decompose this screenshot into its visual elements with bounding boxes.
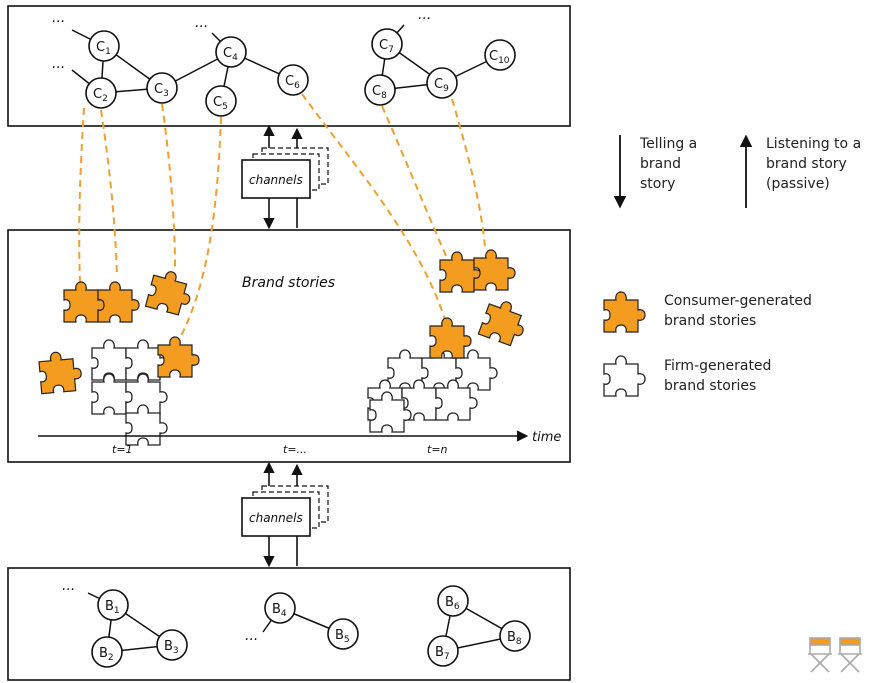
- svg-text:C7: C7: [379, 38, 394, 55]
- svg-text:...: ...: [62, 578, 75, 594]
- svg-text:B5: B5: [335, 628, 350, 645]
- brand-stories-title: Brand stories: [242, 275, 335, 291]
- brand-node: B7: [427, 635, 459, 667]
- timeline: time t=1 t=... t=n: [38, 430, 561, 456]
- timeline-tick: t=n: [427, 443, 448, 456]
- firm-pieces-left: [91, 339, 168, 446]
- consumer-network-box: [7, 5, 571, 127]
- svg-text:C2: C2: [93, 87, 108, 104]
- timeline-tick: t=1: [112, 443, 133, 456]
- legend-telling-label: Telling a brand story: [639, 136, 702, 192]
- svg-text:B1: B1: [105, 599, 120, 616]
- consumer-node: C9: [426, 67, 458, 99]
- svg-text:C5: C5: [213, 95, 228, 112]
- legend-telling: Telling a brand story: [613, 135, 702, 209]
- brand-node: B1: [97, 589, 129, 621]
- svg-text:...: ...: [52, 10, 65, 26]
- brand-stories-box: [7, 229, 571, 463]
- timeline-tick: t=...: [283, 443, 307, 456]
- svg-text:channels: channels: [249, 173, 303, 187]
- svg-text:C10: C10: [489, 49, 510, 66]
- consumer-node: C7: [371, 28, 403, 60]
- brand-network-box: [7, 567, 571, 681]
- svg-text:channels: channels: [249, 511, 303, 525]
- consumer-node: C1: [88, 30, 120, 62]
- svg-text:B7: B7: [435, 645, 450, 662]
- svg-text:B6: B6: [445, 595, 460, 612]
- brand-nodes: B1 B2 B3 B4 B5 B6 B7 B8: [91, 585, 531, 668]
- brand-node: B4: [264, 592, 296, 624]
- brand-node: B8: [499, 620, 531, 652]
- svg-text:C3: C3: [154, 82, 169, 99]
- legend-listening: Listening to a brand story (passive): [739, 134, 866, 208]
- legend-listening-label: Listening to a brand story (passive): [766, 136, 866, 192]
- consumer-ellipses: ... ... ... ...: [52, 7, 431, 72]
- consumer-node: C6: [277, 64, 309, 96]
- firm-pieces-right: [367, 349, 498, 433]
- consumer-node: C4: [215, 36, 247, 68]
- svg-text:C9: C9: [434, 77, 449, 94]
- svg-text:B2: B2: [99, 646, 114, 663]
- consumer-node: C8: [364, 74, 396, 106]
- brand-ellipses: ... ...: [62, 578, 258, 644]
- channels-bottom: channels: [241, 461, 329, 568]
- svg-text:...: ...: [418, 7, 431, 23]
- svg-text:B8: B8: [507, 630, 522, 647]
- brand-node: B3: [156, 629, 188, 661]
- svg-text:C6: C6: [285, 74, 300, 91]
- brand-node: B5: [327, 618, 359, 650]
- legend-consumer: Consumer-generated brand stories: [603, 291, 816, 333]
- svg-text:C4: C4: [223, 46, 238, 63]
- brand-node: B2: [91, 636, 123, 668]
- svg-text:...: ...: [52, 56, 65, 72]
- svg-text:B3: B3: [164, 639, 179, 656]
- consumer-node: C3: [146, 72, 178, 104]
- svg-text:C8: C8: [372, 84, 387, 101]
- orange-puzzle-icon: [603, 291, 646, 333]
- timeline-axis-label: time: [532, 430, 561, 445]
- legend-firm: Firm-generated brand stories: [603, 355, 776, 397]
- legend-firm-label: Firm-generated brand stories: [664, 358, 776, 394]
- consumer-nodes: C1 C2 C3 C4 C5 C6 C7 C8: [85, 28, 516, 117]
- consumer-node: C2: [85, 77, 117, 109]
- directors-chairs-icon: [808, 637, 862, 673]
- svg-text:C1: C1: [96, 40, 111, 57]
- white-puzzle-icon: [603, 355, 646, 397]
- brand-node: B6: [437, 585, 469, 617]
- legend-consumer-label: Consumer-generated brand stories: [664, 293, 816, 329]
- dashed-links: [78, 93, 486, 339]
- consumer-node: C5: [205, 85, 237, 117]
- svg-text:...: ...: [195, 15, 208, 31]
- svg-text:...: ...: [245, 628, 258, 644]
- channels-top: channels: [241, 124, 329, 230]
- svg-text:B4: B4: [272, 602, 287, 619]
- consumer-node: C10: [484, 39, 516, 71]
